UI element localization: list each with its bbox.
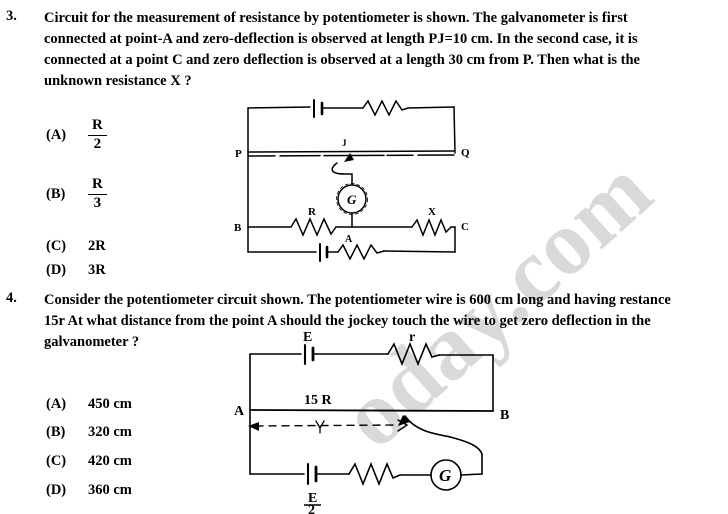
label-B: B	[234, 222, 242, 234]
circuit-diagram-question-4: E r A B 15 R G E 2	[232, 330, 522, 514]
question-3-line-1: Circuit for the measurement of resistanc…	[44, 10, 628, 26]
question-3-number: 3.	[6, 8, 17, 24]
option-c-value: 2R	[88, 238, 106, 254]
label-15R: 15 R	[304, 393, 333, 408]
question-4-option-a[interactable]: (A) 450 cm	[46, 396, 132, 413]
label-galvanometer-G: G	[347, 192, 357, 207]
option-d-value: 360 cm	[88, 482, 132, 498]
label-C: C	[461, 221, 469, 233]
question-3-option-c[interactable]: (C) 2R	[46, 238, 106, 255]
fraction-r-over-2: R 2	[88, 117, 107, 153]
fraction-denominator: 2	[93, 135, 102, 152]
measure-arrow-head-left	[248, 422, 259, 431]
label-Q: Q	[461, 147, 470, 159]
option-a-value: R 2	[88, 117, 107, 153]
question-3-option-b[interactable]: (B) R 3	[46, 176, 107, 212]
question-3-line-4: unknown resistance X ?	[44, 73, 192, 89]
label-J: J	[342, 138, 347, 148]
wire-right-top-to-q	[453, 106, 456, 154]
option-a-label: (A)	[46, 126, 67, 143]
circuit-svg-q3: P Q J B C A R X G	[234, 99, 470, 262]
option-d-label: (D)	[46, 262, 67, 278]
option-c-value: 420 cm	[88, 453, 132, 469]
option-b-value: 320 cm	[88, 424, 132, 440]
circuit-diagram-question-3: P Q J B C A R X G	[232, 96, 482, 268]
wire-bottom-right	[383, 250, 456, 253]
potentiometer-wire-upper	[247, 150, 455, 153]
option-a-label: (A)	[46, 396, 67, 412]
label-A-q4: A	[234, 404, 245, 419]
circuit-svg-q4: E r A B 15 R G E 2	[234, 330, 509, 514]
resistor-R-zigzag	[290, 217, 337, 237]
fraction-bar	[88, 193, 107, 195]
wire-top-right	[407, 106, 455, 109]
question-4-line-1: Consider the potentiometer circuit shown…	[44, 292, 671, 308]
label-source-denominator: 2	[308, 503, 315, 514]
jockey-arrow-head	[344, 153, 354, 162]
option-a-value: 450 cm	[88, 396, 132, 412]
label-R: R	[308, 206, 317, 218]
question-4-line-2: 15r At what distance from the point A sh…	[44, 313, 651, 329]
label-P: P	[235, 148, 242, 160]
label-galvanometer-G-q4: G	[439, 466, 452, 485]
label-E: E	[303, 330, 312, 345]
jockey-lead	[331, 162, 353, 185]
option-c-label: (C)	[46, 238, 67, 254]
jockey-lead-q4	[404, 415, 483, 455]
galvanometer-circle-q3	[337, 184, 367, 214]
label-source-numerator: E	[308, 491, 317, 506]
resistor-r-zigzag	[387, 341, 440, 367]
potentiometer-wire-ab	[249, 409, 494, 412]
fraction-bar	[88, 134, 107, 136]
question-4-option-b[interactable]: (B) 320 cm	[46, 424, 132, 441]
fraction-r-over-3: R 3	[88, 176, 107, 212]
jockey-arrow-head-q4	[398, 415, 410, 426]
resistor-top-zigzag	[362, 99, 409, 117]
option-b-label: (B)	[46, 185, 66, 202]
resistor-bottom-zigzag	[337, 243, 385, 261]
wire-top-left	[247, 106, 311, 109]
fraction-numerator: R	[92, 117, 103, 133]
question-4-line-3: galvanometer ?	[44, 334, 140, 350]
option-d-value: 3R	[88, 262, 106, 278]
question-4-option-c[interactable]: (C) 420 cm	[46, 453, 132, 470]
resistor-X-zigzag	[411, 217, 452, 238]
question-3-line-2: connected at point-A and zero-deflection…	[44, 31, 638, 47]
question-4-text: Consider the potentiometer circuit shown…	[44, 290, 728, 353]
measure-tick-mid	[315, 420, 325, 434]
label-X: X	[428, 206, 436, 218]
resistor-bottom-zigzag-q4	[348, 461, 401, 487]
measure-dashed-line	[255, 424, 398, 427]
option-c-label: (C)	[46, 453, 67, 469]
option-d-label: (D)	[46, 482, 67, 498]
question-4-option-d[interactable]: (D) 360 cm	[46, 482, 132, 499]
question-3-text: Circuit for the measurement of resistanc…	[44, 8, 728, 92]
wire-g-to-right	[460, 473, 483, 476]
fraction-denominator: 3	[93, 194, 102, 211]
question-3-option-a[interactable]: (A) R 2	[46, 117, 107, 153]
option-b-label: (B)	[46, 424, 66, 440]
potentiometer-wire-lower	[248, 154, 455, 157]
fraction-numerator: R	[92, 176, 103, 192]
label-r: r	[409, 330, 415, 345]
label-A: A	[345, 234, 353, 245]
question-4-number: 4.	[6, 290, 17, 306]
option-b-value: R 3	[88, 176, 107, 212]
question-3-line-3: connected at a point C and zero deflecti…	[44, 52, 640, 68]
label-B-q4: B	[500, 408, 509, 423]
question-3-option-d[interactable]: (D) 3R	[46, 262, 106, 279]
